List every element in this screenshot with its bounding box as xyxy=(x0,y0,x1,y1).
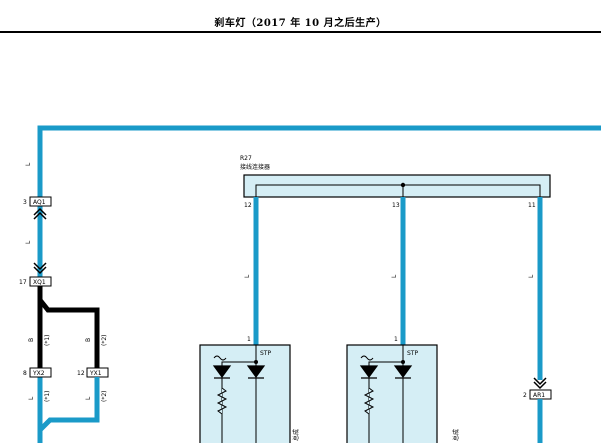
lamp-assembly-2 xyxy=(346,344,438,443)
wire-color-label: L xyxy=(85,396,92,400)
connector-ar1-chevron-icon xyxy=(533,377,547,390)
connector-yx2-label: YX2 xyxy=(32,370,45,377)
wire-color-label: L xyxy=(25,162,32,166)
lamp-assembly-1 xyxy=(199,344,291,443)
lamp1-light-icon xyxy=(213,355,227,361)
connector-aq1-label: AQ1 xyxy=(33,199,46,206)
lamp2-stp-label: STP xyxy=(407,350,418,357)
lamp2-branch xyxy=(368,361,403,443)
lamp2-junction-dot xyxy=(401,360,405,364)
lamp2-name: 总成 xyxy=(452,429,460,441)
page-title: 刹车灯（2017 年 10 月之后生产） xyxy=(214,18,387,29)
connector-aq1-chevron-icon xyxy=(33,207,47,220)
wire-color-label: L xyxy=(528,274,535,278)
junction-bus xyxy=(255,184,541,197)
lamp1-stp-label: STP xyxy=(260,350,271,357)
title-rule xyxy=(0,31,601,33)
wire-blue-yx1-down xyxy=(38,377,100,432)
connector-xq1-chevron-icon xyxy=(33,262,47,275)
connector-ar1-pin: 2 xyxy=(523,392,527,399)
connector-aq1 xyxy=(29,196,52,207)
wire-color-label: L xyxy=(391,274,398,278)
junction-dot xyxy=(400,182,406,188)
junction-ref: R27 xyxy=(240,155,252,162)
connector-aq1-pin: 3 xyxy=(23,199,27,206)
wire-color-label: L xyxy=(244,274,251,278)
junction-pin: 12 xyxy=(244,202,252,209)
lamp1-pin: 1 xyxy=(247,336,251,343)
lamp2-light-icon xyxy=(360,355,374,361)
wire-color-label: B xyxy=(85,338,92,342)
lamp1-branch xyxy=(221,361,256,443)
note-label: (*2) xyxy=(101,391,108,403)
lamp2-led2-icon xyxy=(393,365,413,379)
wire-color-label: L xyxy=(28,396,35,400)
wire-color-label: L xyxy=(25,240,32,244)
connector-yx1-pin: 12 xyxy=(77,370,85,377)
wire-color-label: B xyxy=(28,338,35,342)
connector-xq1-pin: 17 xyxy=(19,279,27,286)
note-label: (*1) xyxy=(44,335,51,347)
note-label: (*1) xyxy=(44,391,51,403)
lamp1-junction-dot xyxy=(254,360,258,364)
junction-pin: 11 xyxy=(528,202,536,209)
junction-pin: 13 xyxy=(392,202,400,209)
connector-yx2 xyxy=(29,367,52,378)
connector-ar1-label: AR1 xyxy=(533,392,545,399)
lamp2-resistor-icon xyxy=(363,387,375,415)
lamp1-led2-icon xyxy=(246,365,266,379)
connector-yx1-label: YX1 xyxy=(89,370,102,377)
lamp2-pin: 1 xyxy=(394,336,398,343)
wire-black-yx1 xyxy=(38,298,100,368)
lamp1-led-icon xyxy=(212,365,232,379)
lamp1-resistor-icon xyxy=(216,387,228,415)
lamp1-name: 总成 xyxy=(292,429,300,441)
lamp2-led-icon xyxy=(359,365,379,379)
junction-name: 接线连接器 xyxy=(240,163,270,171)
connector-xq1-label: XQ1 xyxy=(33,279,46,286)
note-label: (*2) xyxy=(101,335,108,347)
connector-yx2-pin: 8 xyxy=(23,370,27,377)
junction-connector-r27 xyxy=(243,174,551,198)
